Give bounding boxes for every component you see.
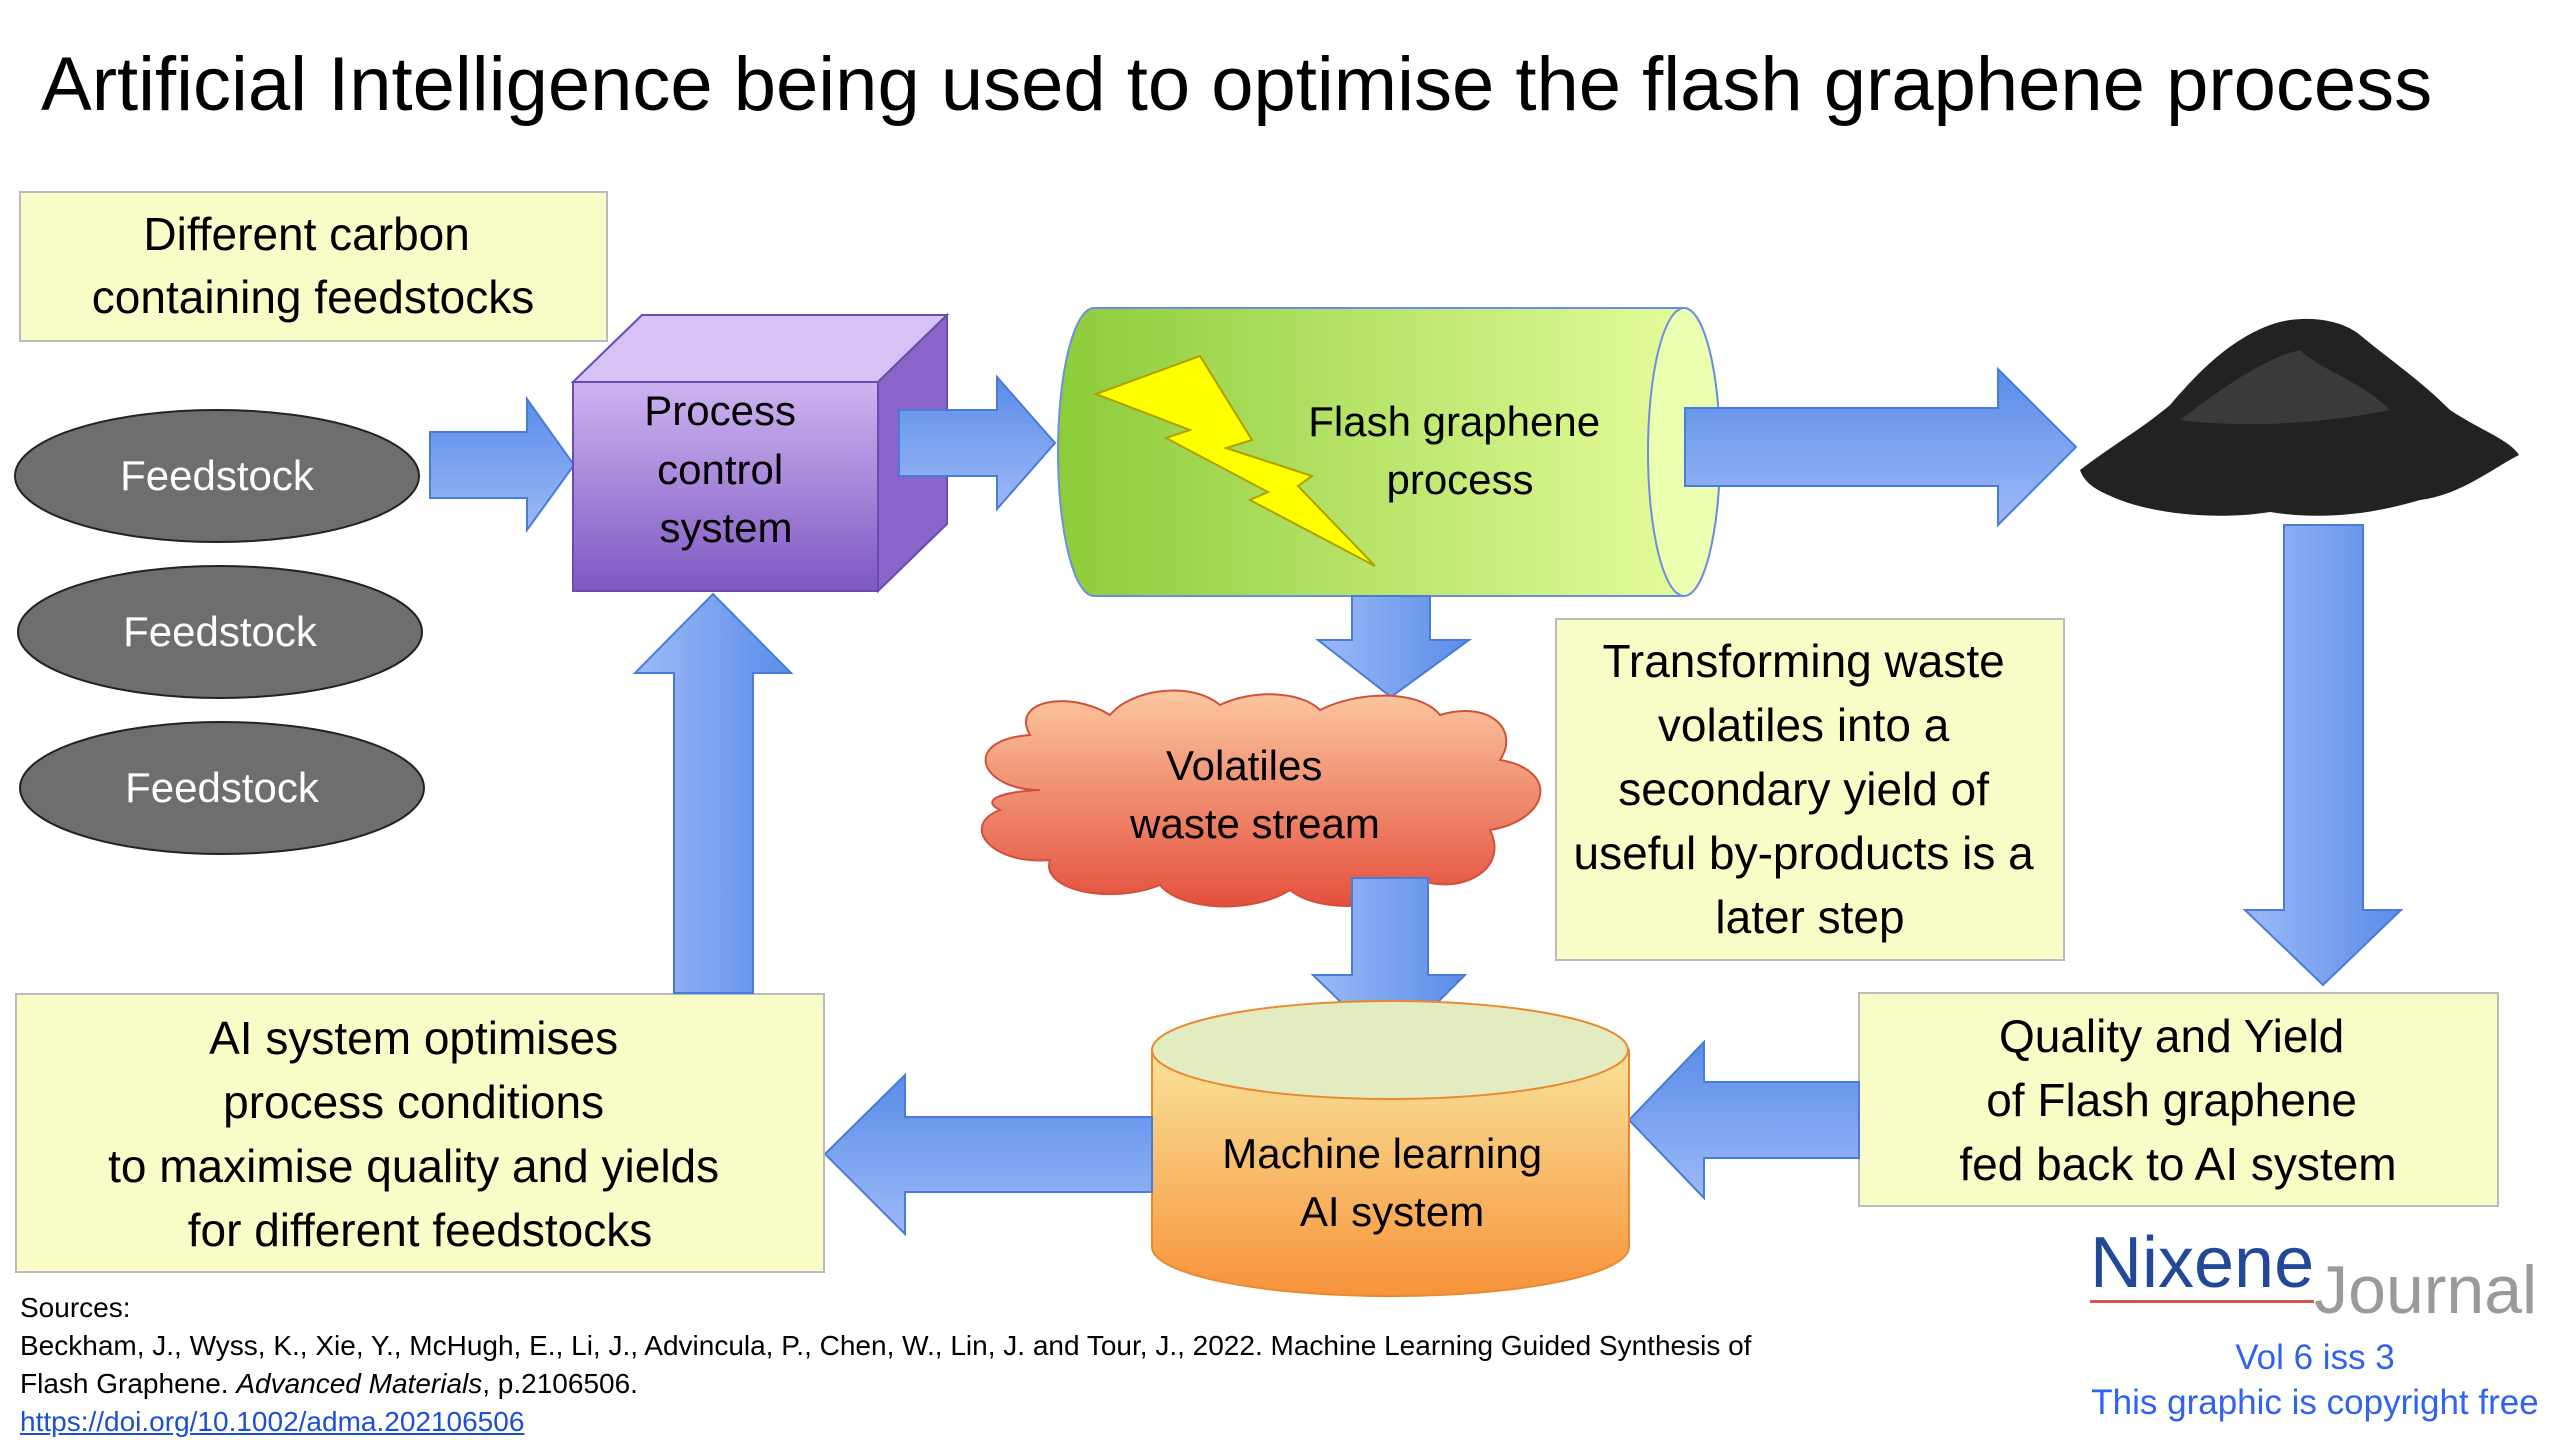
graphene-powder-image [2080,318,2519,516]
citation-line-1: Beckham, J., Wyss, K., Xie, Y., McHugh, … [20,1330,1752,1361]
feedstock-ellipse: Feedstock [19,721,425,855]
process-control-cube: Process control system [570,312,950,594]
lightning-bolt-icon [1093,354,1376,567]
logo-suffix: Journal [2314,1252,2538,1328]
svg-text:AI system optimises proc: AI system optimises process conditions t… [108,1012,732,1256]
arrow-right-icon [898,374,1057,512]
machine-learning-cylinder: Machine learning AI system [1151,1000,1630,1298]
svg-text:Flash graphene process: Flash graphene process [1308,398,1612,503]
doi-link[interactable]: https://doi.org/10.1002/adma.202106506 [20,1406,525,1437]
arrow-left-icon [823,1072,1153,1237]
feedstock-note-box: Different carbon containing feedstocks [19,191,608,342]
svg-text:Quality and Yield of Fla: Quality and Yield of Flash graphene fed … [1959,1010,2396,1190]
arrow-right-icon [429,395,576,534]
arrow-right-icon [1684,366,2078,528]
ai-note-box: AI system optimises process conditions t… [15,993,825,1273]
volatiles-cloud: Volatiles waste stream [980,689,1542,908]
svg-text:Feedstock: Feedstock [120,452,315,499]
svg-text:Different carbon contain: Different carbon containing feedstocks [92,208,534,323]
svg-text:Machine learning AI syst: Machine learning AI system [1222,1130,1554,1235]
issue-label: Vol 6 iss 3 [2235,1338,2395,1377]
citation-journal: Advanced Materials [236,1368,483,1399]
arrow-up-icon [632,592,794,994]
nixene-journal-logo: NixeneJournal [2090,1223,2537,1328]
quality-note-box: Quality and Yield of Flash graphene fed … [1858,992,2499,1207]
citation-line-2: Flash Graphene. Advanced Materials, p.21… [20,1368,638,1400]
transform-note-box: Transforming waste volatiles into a seco… [1555,618,2065,961]
copyright-label: This graphic is copyright free [2091,1383,2539,1422]
feedstock-ellipse: Feedstock [17,565,423,699]
svg-text:Feedstock: Feedstock [123,608,318,655]
svg-text:Volatiles waste stream: Volatiles waste stream [1129,742,1380,847]
citation-pages: , p.2106506. [482,1368,638,1399]
sources-label: Sources: [20,1292,131,1323]
svg-text:Transforming waste volat: Transforming waste volatiles into a seco… [1573,635,2046,943]
arrow-down-icon [1315,595,1473,699]
page-title: Artificial Intelligence being used to op… [41,42,2432,127]
arrow-down-icon [2242,524,2404,987]
citation-text: Flash Graphene. [20,1368,237,1399]
logo-brand: Nixene [2090,1223,2315,1303]
svg-text:Process control sy: Process control system [644,387,807,551]
flash-graphene-cylinder: Flash graphene process [1057,307,1721,597]
svg-text:Feedstock: Feedstock [125,764,320,811]
arrow-left-icon [1627,1039,1860,1201]
feedstock-ellipse: Feedstock [14,409,420,543]
